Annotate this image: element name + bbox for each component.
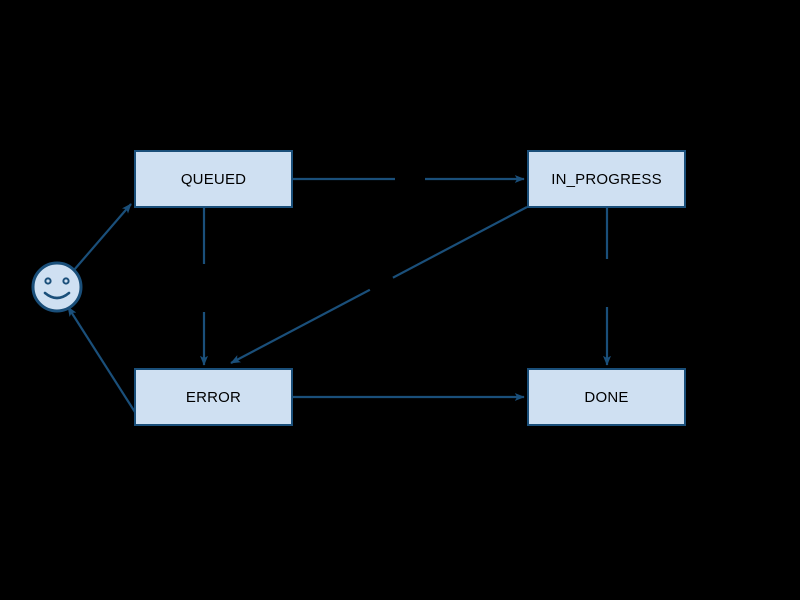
edge-label-queued-to-error <box>202 287 206 289</box>
state-node-error-label: ERROR <box>185 388 242 406</box>
state-node-queued[interactable]: QUEUED <box>134 150 293 208</box>
state-node-queued-label: QUEUED <box>180 170 247 188</box>
edge-label-in-progress-to-done <box>605 282 609 284</box>
state-node-in-progress-label: IN_PROGRESS <box>551 170 662 188</box>
edge-label-in-progress-to-error <box>379 282 383 284</box>
state-node-in-progress[interactable]: IN_PROGRESS <box>527 150 686 208</box>
start-node-smiley-icon[interactable] <box>31 261 83 313</box>
edge-label-queued-to-in-progress <box>408 178 412 180</box>
state-node-done[interactable]: DONE <box>527 368 686 426</box>
state-node-done-label: DONE <box>584 388 629 406</box>
edge-error-to-start <box>67 306 141 421</box>
edge-start-to-queued <box>73 203 132 271</box>
state-node-error[interactable]: ERROR <box>134 368 293 426</box>
